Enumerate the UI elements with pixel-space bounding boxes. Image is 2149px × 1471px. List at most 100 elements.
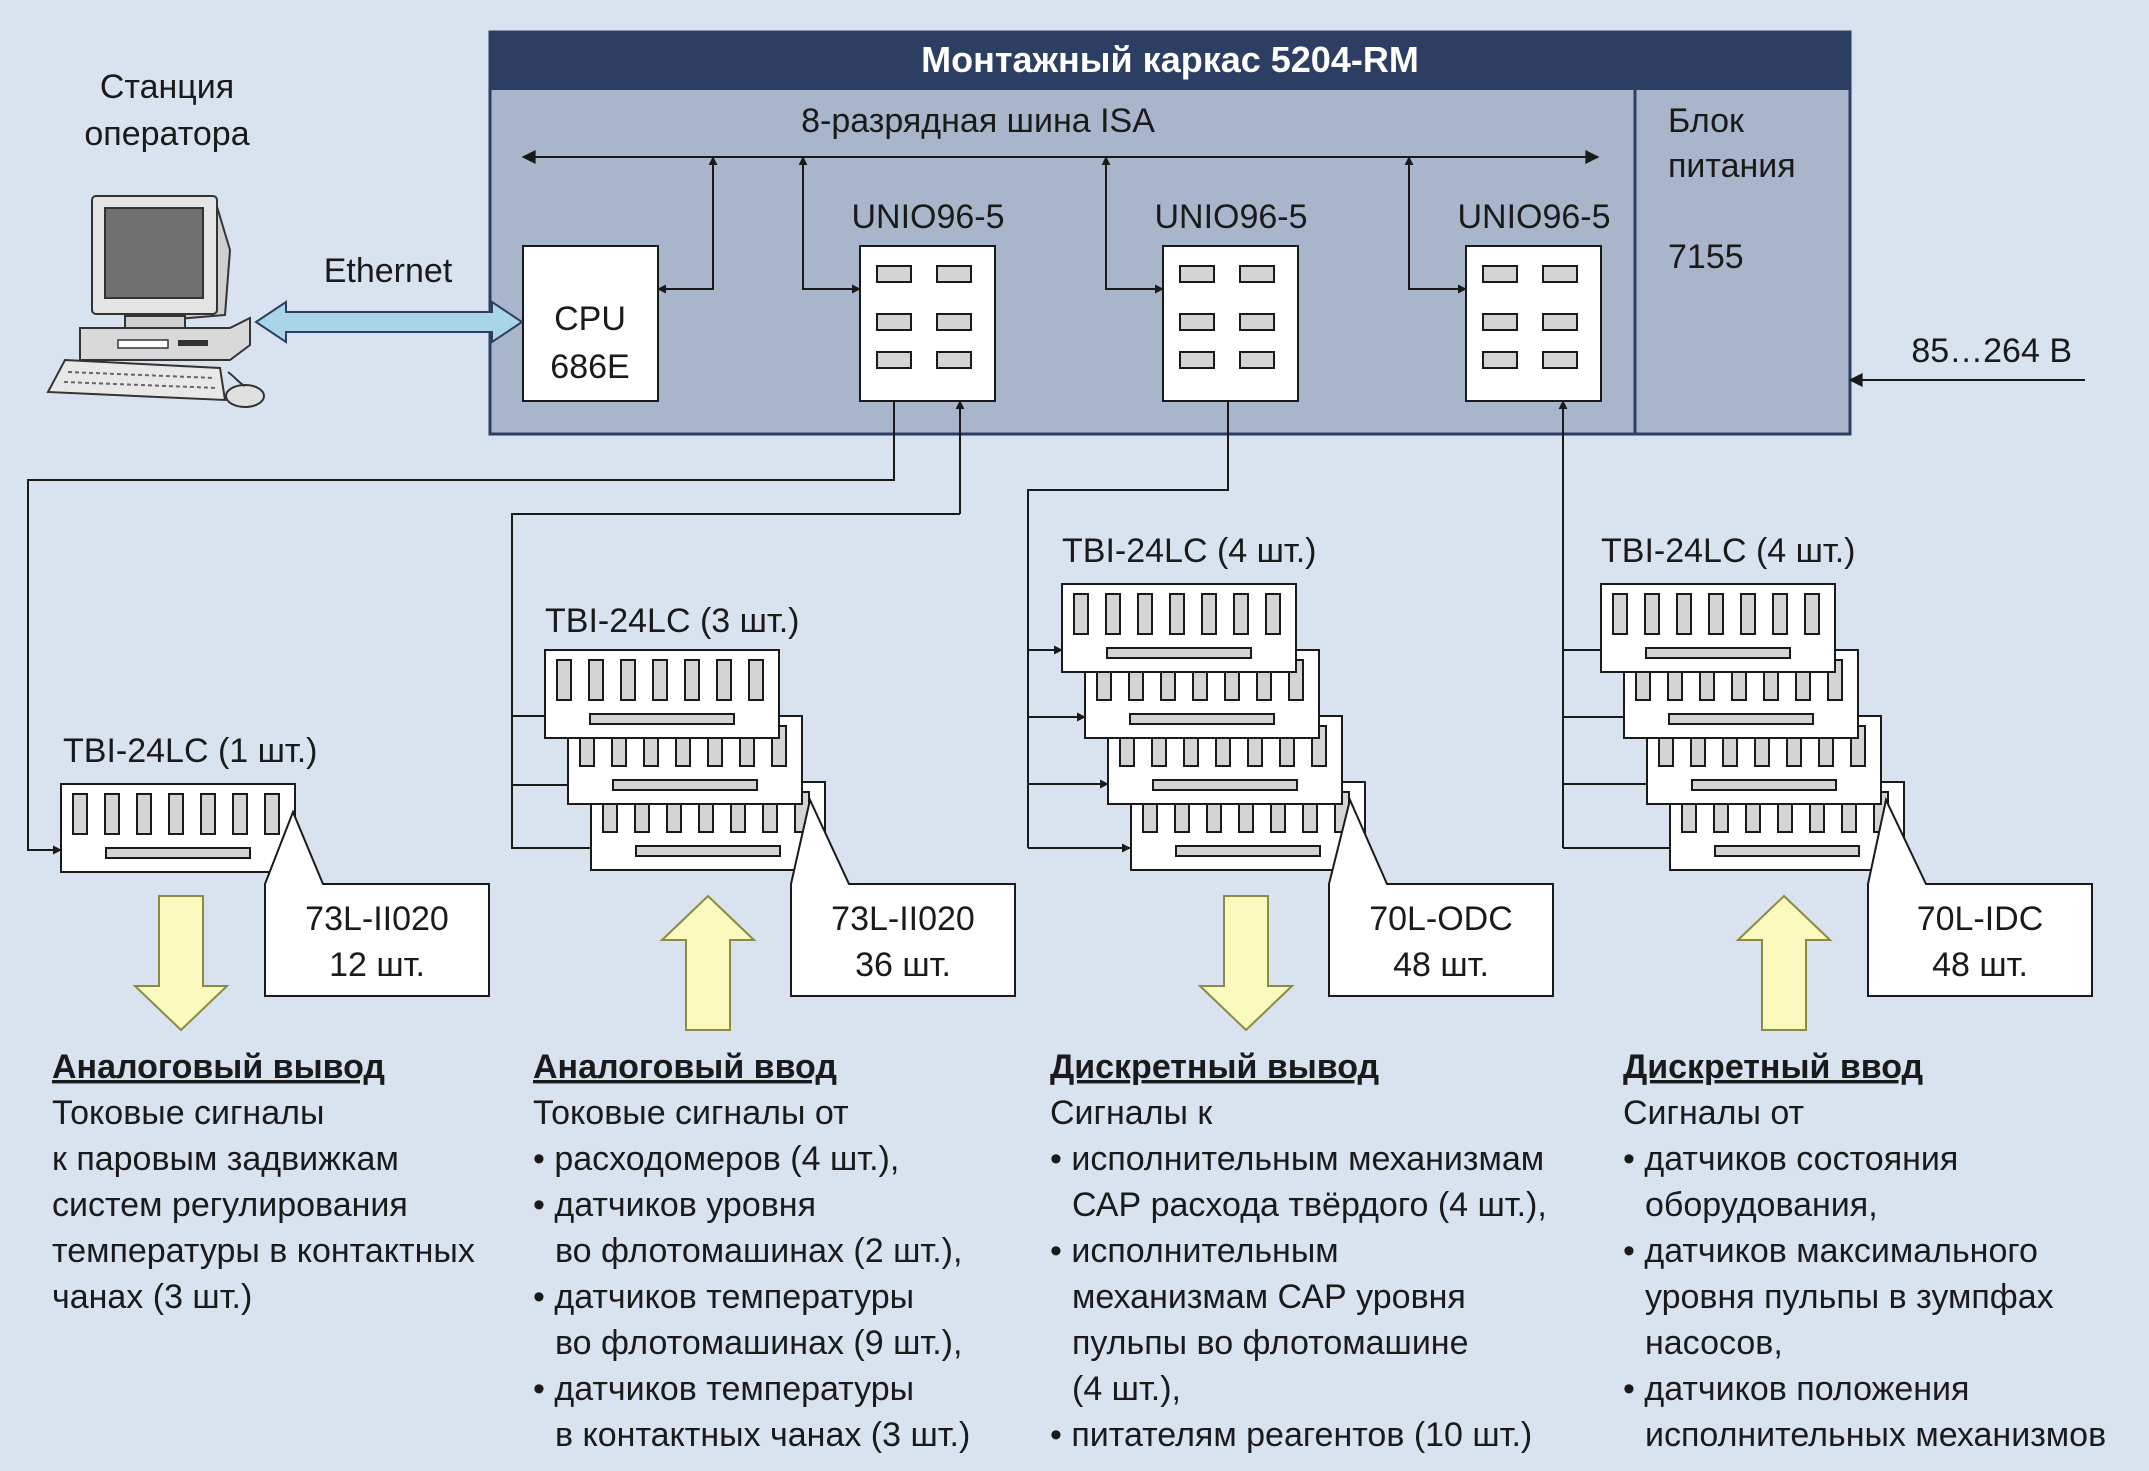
module-name: 70L-ODC	[1369, 900, 1513, 938]
module-name: 73L-II020	[305, 900, 449, 938]
unio-slot	[936, 265, 972, 283]
module-count: 48 шт.	[1932, 946, 2028, 984]
power-input: 85…264 В	[1848, 332, 2085, 387]
signal-arrows	[132, 894, 1833, 1032]
terminal-group-label: TBI-24LC (4 шт.)	[1601, 532, 1855, 570]
description-line: к паровым задвижкам	[52, 1140, 399, 1178]
unio-slot	[876, 265, 912, 283]
description-line: в контактных чанах (3 шт.)	[555, 1416, 970, 1454]
unio-slot	[1239, 351, 1275, 369]
terminal-block	[60, 783, 296, 873]
discrete-output-wiring	[1027, 401, 1229, 853]
terminal-group-label: TBI-24LC (3 шт.)	[545, 602, 799, 640]
unio-slot	[1542, 351, 1578, 369]
description-line: систем регулирования	[52, 1186, 408, 1224]
description-line: (4 шт.),	[1072, 1370, 1181, 1408]
module-callout: 73L-II020 12 шт.	[264, 809, 490, 997]
module-name: 73L-II020	[831, 900, 975, 938]
description-line: • датчиков состояния	[1623, 1140, 1958, 1178]
module-callout: 70L-ODC 48 шт.	[1328, 796, 1554, 997]
description-line: уровня пульпы в зумпфах	[1645, 1278, 2054, 1316]
unio-slot	[1482, 313, 1518, 331]
description-line: • датчиков положения	[1623, 1370, 1969, 1408]
terminal-blocks	[60, 583, 1905, 873]
terminal-block	[544, 649, 780, 739]
ethernet-link: Ethernet	[254, 252, 524, 344]
power-block-line-2: питания	[1668, 147, 1796, 185]
terminal-block	[1061, 583, 1297, 673]
description-heading: Дискретный вывод	[1050, 1048, 1379, 1086]
description-line: во флотомашинах (9 шт.),	[555, 1324, 962, 1362]
description-line: пульпы во флотомашине	[1072, 1324, 1469, 1362]
cpu-model: 686E	[550, 348, 629, 386]
output-arrow	[132, 895, 230, 1032]
description-line: САР расхода твёрдого (4 шт.),	[1072, 1186, 1547, 1224]
module-count: 12 шт.	[329, 946, 425, 984]
unio-slot	[936, 313, 972, 331]
unio-slots	[876, 265, 1578, 369]
module-name: 70L-IDC	[1917, 900, 2044, 938]
frame-title: Монтажный каркас 5204-RM	[921, 39, 1419, 80]
analog-output-wiring	[27, 401, 895, 855]
power-block-line-1: Блок	[1668, 102, 1745, 140]
operator-station: Станция оператора	[46, 68, 265, 408]
module-count: 48 шт.	[1393, 946, 1489, 984]
unio-module: UNIO96-5	[1457, 198, 1611, 402]
unio-slot	[876, 351, 912, 369]
unio-slot	[936, 351, 972, 369]
unio-slot	[1482, 351, 1518, 369]
frame-title-bar	[490, 32, 1850, 90]
description-line: • питателям реагентов (10 шт.)	[1050, 1416, 1532, 1454]
terminal-block	[1646, 715, 1882, 805]
unio-slot	[1179, 265, 1215, 283]
description-line: Токовые сигналы	[52, 1094, 324, 1132]
station-label-line-2: оператора	[84, 115, 249, 153]
terminal-block	[1600, 583, 1836, 673]
input-arrow	[1735, 894, 1833, 1031]
description-line: • датчиков максимального	[1623, 1232, 2038, 1270]
module-callout: 70L-IDC 48 шт.	[1867, 796, 2093, 997]
input-arrow	[659, 894, 757, 1031]
description-line: Сигналы от	[1623, 1094, 1804, 1132]
description-line: исполнительных механизмов	[1645, 1416, 2106, 1454]
discrete-input-wiring	[1558, 400, 1670, 849]
unio-slot	[1239, 265, 1275, 283]
unio-slot	[1482, 265, 1518, 283]
description-line: • датчиков уровня	[533, 1186, 816, 1224]
description-heading: Аналоговый ввод	[533, 1048, 837, 1086]
description-line: Сигналы к	[1050, 1094, 1213, 1132]
unio-module: UNIO96-5	[1154, 198, 1308, 402]
ethernet-label: Ethernet	[324, 252, 453, 290]
analog-input-wiring	[511, 400, 965, 849]
description-line: оборудования,	[1645, 1186, 1878, 1224]
unio-label: UNIO96-5	[1457, 198, 1610, 236]
description-line: Токовые сигналы от	[533, 1094, 849, 1132]
unio-slot	[1179, 313, 1215, 331]
description-line: • расходомеров (4 шт.),	[533, 1140, 899, 1178]
unio-label: UNIO96-5	[851, 198, 1004, 236]
description-line: • исполнительным механизмам	[1050, 1140, 1544, 1178]
unio-slot	[1179, 351, 1215, 369]
voltage-label: 85…264 В	[1911, 332, 2072, 370]
unio-label: UNIO96-5	[1154, 198, 1307, 236]
description-line: механизмам САР уровня	[1072, 1278, 1466, 1316]
description-line: • датчиков температуры	[533, 1370, 914, 1408]
unio-slot	[1542, 313, 1578, 331]
unio-slot	[1239, 313, 1275, 331]
description-line: насосов,	[1645, 1324, 1783, 1362]
unio-slot	[876, 313, 912, 331]
description-heading: Аналоговый вывод	[52, 1048, 385, 1086]
isa-bus-label: 8-разрядная шина ISA	[801, 102, 1155, 140]
description-line: температуры в контактных	[52, 1232, 475, 1270]
description-line: • исполнительным	[1050, 1232, 1339, 1270]
description-line: чанах (3 шт.)	[52, 1278, 252, 1316]
description-heading: Дискретный ввод	[1623, 1048, 1923, 1086]
computer-icon	[46, 195, 265, 408]
